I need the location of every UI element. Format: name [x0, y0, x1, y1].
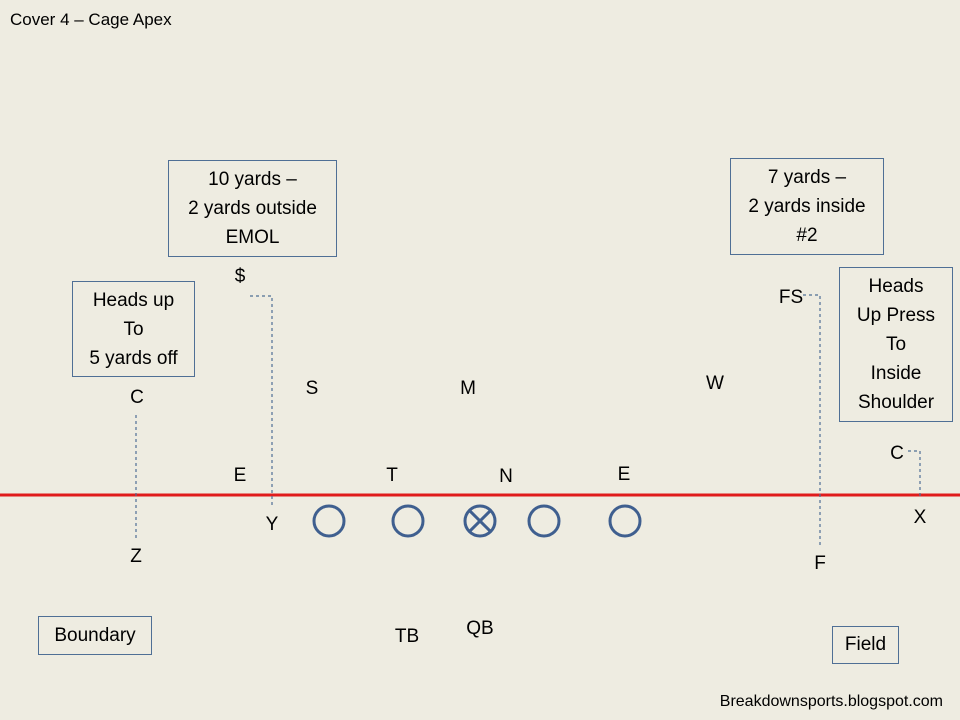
defender-free-safety: FS — [778, 287, 804, 308]
note-line: Heads — [868, 276, 924, 297]
note-line: 10 yards – — [208, 169, 297, 190]
defender-mike: M — [460, 378, 476, 399]
defender-field-corner: C — [890, 443, 904, 464]
note-field-safety: 7 yards – 2 yards inside #2 — [730, 158, 884, 255]
note-line: To — [123, 318, 144, 340]
field-corner-dash — [908, 450, 921, 497]
free-safety-dash — [803, 294, 821, 545]
offense-quarterback: QB — [466, 618, 494, 639]
credit-text: Breakdownsports.blogspot.com — [719, 693, 943, 710]
defender-nose: N — [499, 466, 513, 487]
note-line: 2 yards outside — [188, 198, 317, 219]
offensive-lineman-right-tackle — [608, 504, 642, 538]
offense-tailback: TB — [394, 626, 420, 647]
center-cross-b — [468, 509, 492, 533]
defender-tackle: T — [386, 465, 398, 486]
note-line: To — [885, 334, 907, 355]
offense-split-end: Z — [130, 546, 142, 567]
offensive-lineman-left-tackle — [312, 504, 346, 538]
boundary-tag: Boundary — [38, 616, 152, 655]
note-line: 5 yards off — [89, 347, 178, 369]
note-line: EMOL — [225, 227, 280, 248]
offense-wide-receiver: X — [913, 507, 927, 528]
offensive-lineman-left-guard — [391, 504, 425, 538]
defender-end-left: E — [233, 465, 247, 486]
defender-strong-side: S — [305, 378, 319, 399]
field-tag: Field — [832, 626, 899, 664]
note-boundary-corner: Heads up To 5 yards off — [72, 281, 195, 377]
note-field-corner: Heads Up Press To Inside Shoulder — [839, 267, 953, 422]
offense-flanker: F — [814, 553, 826, 574]
offensive-center — [463, 504, 497, 538]
offense-tight-end: Y — [265, 514, 279, 535]
note-boundary-safety: 10 yards – 2 yards outside EMOL — [168, 160, 337, 257]
note-line: Up Press — [856, 305, 936, 326]
offensive-lineman-right-guard — [527, 504, 561, 538]
note-line: Inside — [870, 363, 922, 384]
note-line: 2 yards inside — [748, 196, 866, 217]
safety-dollar-dash — [250, 295, 273, 505]
defender-end-right: E — [617, 464, 631, 485]
defender-will: W — [706, 373, 724, 394]
note-line: 7 yards – — [767, 167, 847, 188]
defender-boundary-corner: C — [130, 387, 144, 408]
note-line: Shoulder — [857, 392, 935, 413]
diagram-title: Cover 4 – Cage Apex — [10, 10, 172, 29]
note-line: Heads up — [92, 289, 175, 311]
defender-safety-dollar: $ — [234, 266, 246, 287]
note-line: #2 — [796, 225, 818, 246]
